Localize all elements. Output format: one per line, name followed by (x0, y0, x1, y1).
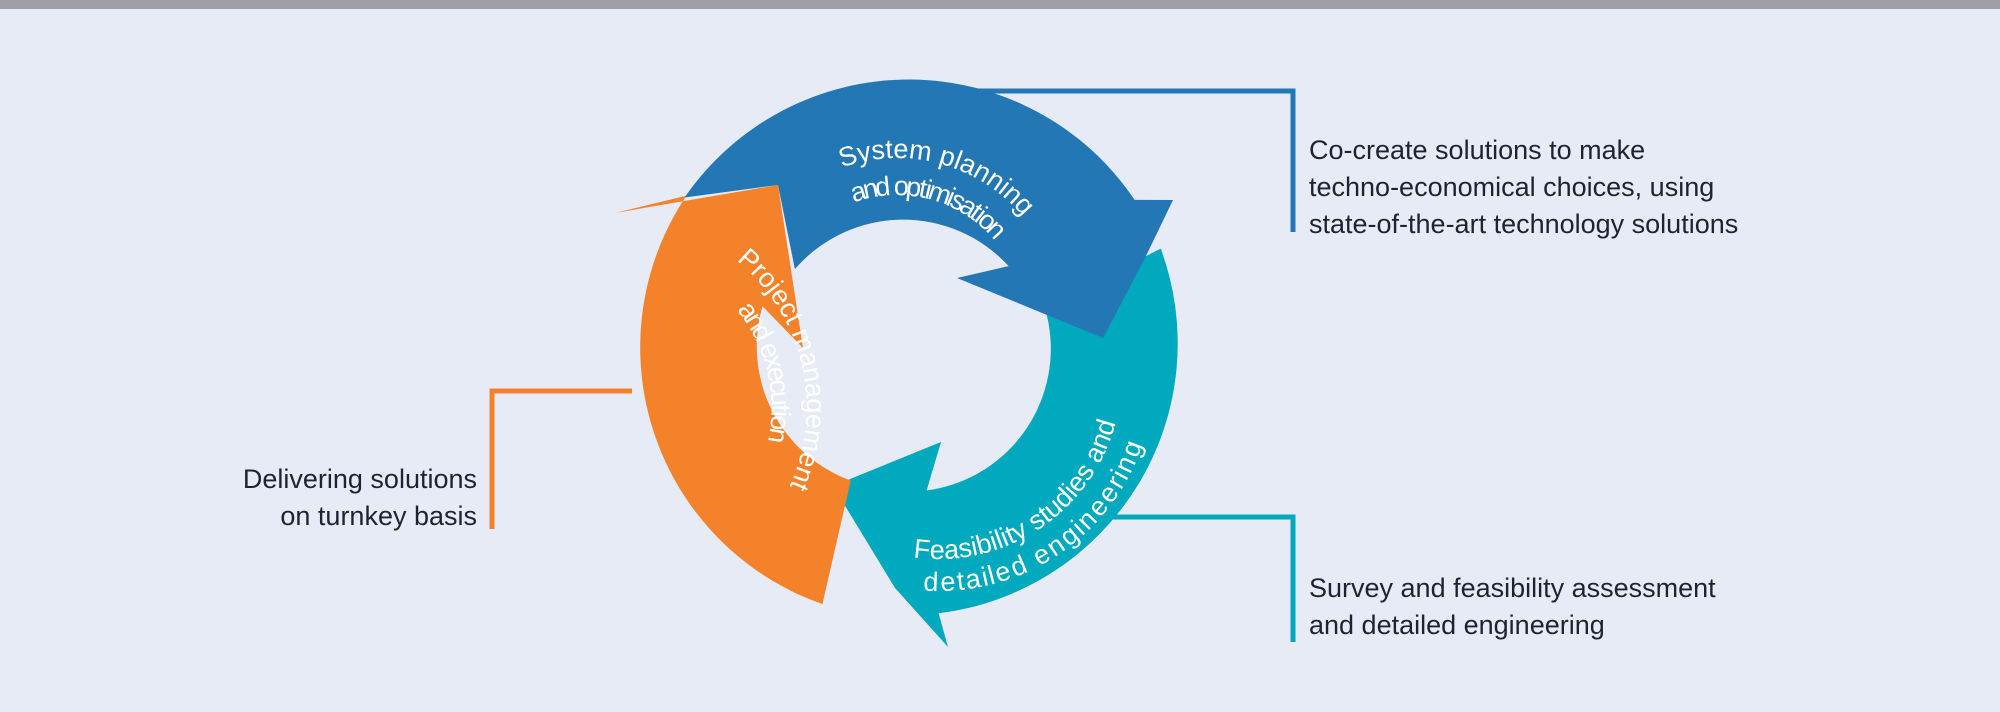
planning-callout-line: Co-create solutions to make (1309, 135, 1646, 165)
feasibility-arrow (833, 248, 1178, 647)
project-connector-line (489, 388, 632, 529)
project-callout: Delivering solutions on turnkey basis (140, 461, 477, 535)
planning-callout-line: state-of-the-art technology solutions (1309, 209, 1739, 239)
project-arrow (615, 185, 851, 605)
project-callout-line: Delivering solutions (242, 464, 477, 494)
planning-callout-line: techno-economical choices, using (1309, 172, 1715, 202)
feasibility-connector-line (1110, 514, 1296, 642)
project-callout-line: on turnkey basis (280, 501, 477, 531)
top-bar (0, 0, 2000, 9)
feasibility-callout-line: Survey and feasibility assessment (1309, 573, 1716, 603)
feasibility-callout-line: and detailed engineering (1309, 610, 1605, 640)
planning-connector-line (970, 88, 1296, 232)
planning-arrow (684, 79, 1173, 339)
planning-callout: Co-create solutions to make techno-econo… (1309, 132, 1738, 243)
feasibility-callout: Survey and feasibility assessment and de… (1309, 570, 1716, 644)
